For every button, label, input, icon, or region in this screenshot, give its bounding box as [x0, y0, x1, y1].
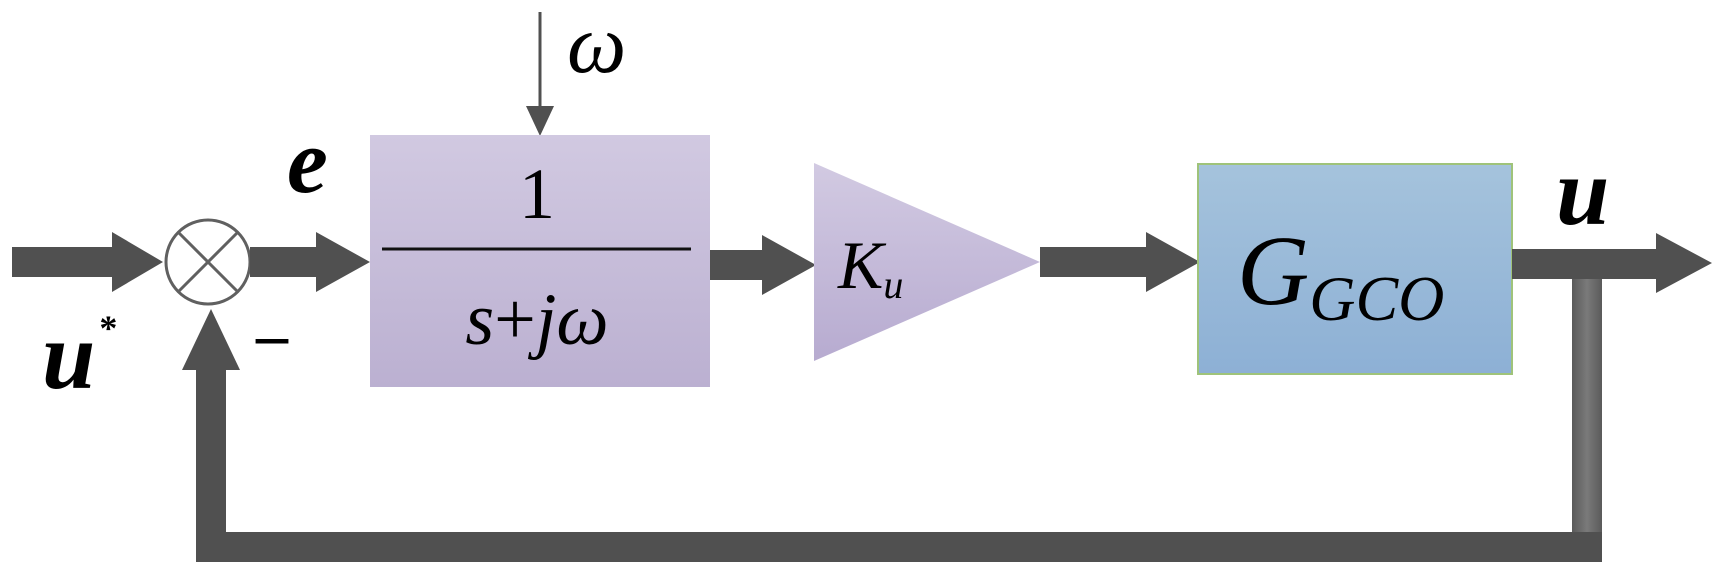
integrator-block: 1 s+jω: [370, 135, 710, 387]
disturbance-signal-label: ω: [567, 0, 626, 91]
gain-block: Ku: [814, 163, 1040, 361]
gain-label: Ku: [837, 227, 903, 307]
plant-label: GGCO: [1237, 215, 1444, 334]
feedback-path: [182, 279, 1602, 562]
output-signal-label: u: [1556, 138, 1609, 245]
output-arrow: [1512, 233, 1712, 293]
feedback-sign-label: –: [255, 299, 289, 370]
disturbance-arrow: [526, 12, 554, 136]
summing-junction: [164, 218, 252, 306]
input-arrow: [12, 232, 163, 292]
reference-signal-label: u*: [42, 302, 117, 409]
integrator-numerator: 1: [519, 154, 555, 234]
integrator-to-gain-arrow: [710, 235, 816, 295]
gain-to-plant-arrow: [1040, 232, 1200, 292]
plant-block: GGCO: [1197, 163, 1513, 375]
integrator-denominator: s+jω: [465, 279, 608, 361]
error-signal-label: e: [287, 110, 328, 212]
error-arrow: [250, 232, 370, 292]
